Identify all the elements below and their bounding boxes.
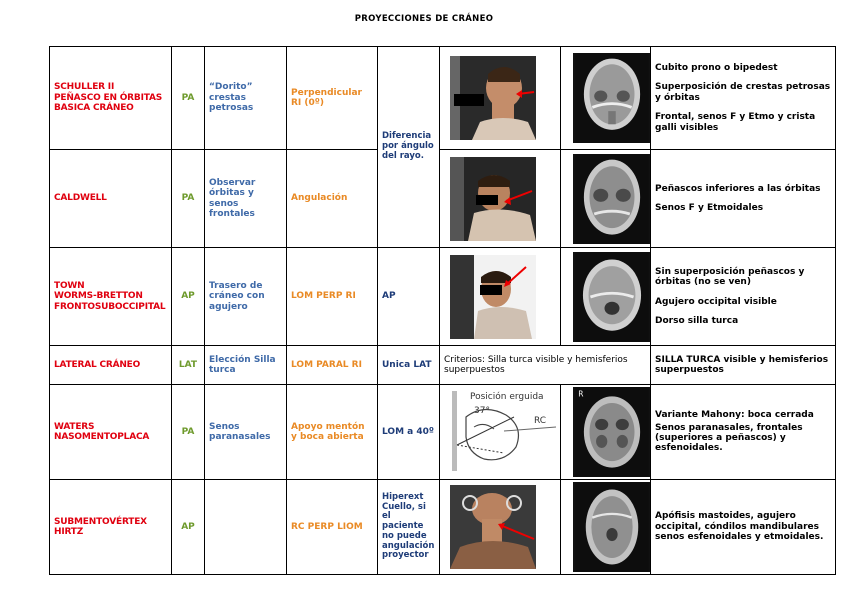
patient-position: PA bbox=[171, 149, 205, 248]
objective: Observar órbitas y senos frontales bbox=[204, 149, 287, 248]
ray-note: Hiperext Cuello, si el paciente no puede… bbox=[377, 479, 440, 575]
projection-name: CALDWELL bbox=[49, 149, 172, 248]
xray-cell bbox=[560, 479, 651, 575]
diagram-rc: RC bbox=[534, 416, 546, 426]
xray-cell bbox=[560, 46, 651, 150]
skull-xray-submentovertex bbox=[573, 482, 650, 572]
ray-angle: Apoyo mentón y boca abierta bbox=[286, 384, 378, 480]
patient-photo-cell bbox=[439, 46, 561, 150]
patient-position: AP bbox=[171, 247, 205, 346]
xray-side-marker: R bbox=[578, 389, 583, 398]
patient-lateral-photo bbox=[450, 156, 536, 241]
ray-angle: LOM PARAL RI bbox=[286, 345, 378, 385]
merged-note: Diferencia por ángulo del rayo. bbox=[377, 46, 440, 248]
patient-lateral-photo bbox=[450, 56, 536, 140]
patient-photo-cell bbox=[439, 149, 561, 248]
patient-submentovertex-photo bbox=[450, 485, 536, 569]
xray-cell: R bbox=[560, 384, 651, 480]
skull-xray-caldwell bbox=[573, 153, 650, 244]
ray-note: AP bbox=[377, 247, 440, 346]
patient-position: PA bbox=[171, 384, 205, 480]
description: Apófisis mastoides, agujero occipital, c… bbox=[650, 479, 836, 575]
criteria: Criterios: Silla turca visible y hemisfe… bbox=[439, 345, 651, 385]
objective: Elección Silla turca bbox=[204, 345, 287, 385]
skull-xray-waters: R bbox=[573, 387, 650, 477]
patient-photo-cell bbox=[439, 479, 561, 575]
diagram-angle: 37° bbox=[474, 406, 490, 416]
patient-lateral-photo bbox=[450, 254, 536, 339]
description: SILLA TURCA visible y hemisferios superp… bbox=[650, 345, 836, 385]
patient-position: LAT bbox=[171, 345, 205, 385]
xray-cell bbox=[560, 247, 651, 346]
table-row: CALDWELL PA Observar órbitas y senos fro… bbox=[49, 149, 836, 248]
patient-position: PA bbox=[171, 46, 205, 150]
ray-angle: RC PERP LIOM bbox=[286, 479, 378, 575]
patient-position: AP bbox=[171, 479, 205, 575]
waters-position-diagram: Posición erguida 37° RC bbox=[444, 387, 558, 474]
patient-photo-cell bbox=[439, 247, 561, 346]
ray-angle: LOM PERP RI bbox=[286, 247, 378, 346]
ray-angle: Angulación bbox=[286, 149, 378, 248]
table-row: LATERAL CRÁNEO LAT Elección Silla turca … bbox=[49, 345, 836, 385]
diagram-cell: Posición erguida 37° RC bbox=[439, 384, 561, 480]
skull-xray-pa bbox=[573, 53, 650, 143]
objective bbox=[204, 479, 287, 575]
xray-cell bbox=[560, 149, 651, 248]
ray-note: LOM a 40º bbox=[377, 384, 440, 480]
page-title: PROYECCIONES DE CRÁNEO bbox=[354, 14, 494, 24]
ray-note: Unica LAT bbox=[377, 345, 440, 385]
objective: Senos paranasales bbox=[204, 384, 287, 480]
diagram-title: Posición erguida bbox=[470, 391, 544, 402]
description: Sin superposición peñascos y órbitas (no… bbox=[650, 247, 836, 346]
ray-angle: Perpendicular RI (0º) bbox=[286, 46, 378, 150]
projection-name: LATERAL CRÁNEO bbox=[49, 345, 172, 385]
objective: Trasero de cráneo con agujero bbox=[204, 247, 287, 346]
skull-xray-town bbox=[573, 251, 650, 342]
objective: “Dorito” crestas petrosas bbox=[204, 46, 287, 150]
